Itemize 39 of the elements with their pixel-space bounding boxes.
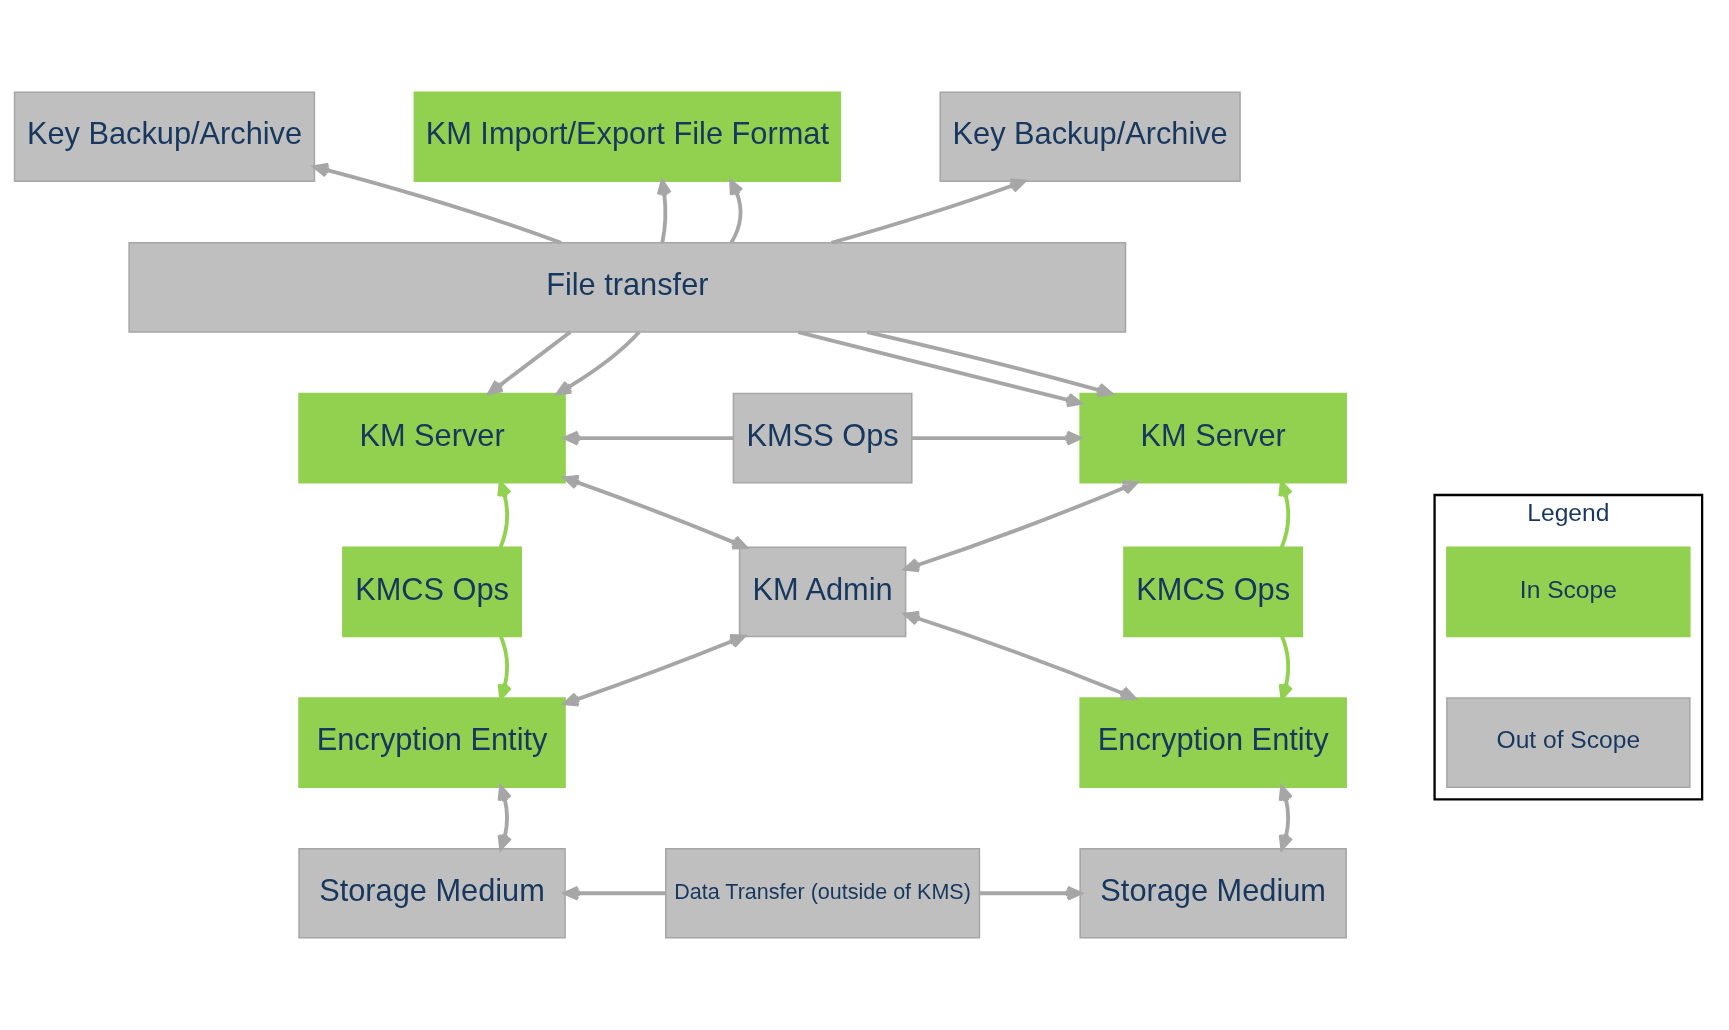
arrow	[729, 179, 744, 244]
node-box: Storage Medium	[1079, 847, 1347, 939]
arrow	[979, 885, 1082, 901]
arrow	[563, 430, 734, 446]
node-box: Data Transfer (outside of KMS)	[665, 847, 981, 939]
arrow	[313, 162, 562, 245]
arrow	[497, 480, 512, 548]
arrow	[487, 330, 572, 396]
arrow	[497, 635, 512, 700]
arrow	[556, 330, 641, 396]
arrow	[497, 785, 512, 851]
node-box: KM Server	[298, 392, 566, 484]
arrow	[797, 330, 1083, 408]
arrow	[656, 179, 672, 243]
node-box: KM Server	[1079, 392, 1347, 484]
arrow	[911, 430, 1082, 446]
arrow	[830, 178, 1026, 245]
arrow	[1278, 480, 1293, 548]
node-box: Encryption Entity	[1079, 697, 1347, 788]
node-box: KMSS Ops	[732, 392, 913, 484]
node-box: KMCS Ops	[1123, 546, 1304, 638]
arrow	[563, 885, 666, 901]
arrow	[1278, 635, 1294, 700]
arrow	[563, 634, 746, 707]
arrow	[903, 480, 1138, 573]
arrow	[1278, 785, 1294, 851]
arrow	[866, 330, 1113, 398]
node-box: Key Backup/Archive	[13, 91, 316, 183]
node-box: File transfer	[128, 242, 1127, 333]
node-box: In Scope	[1446, 546, 1691, 638]
node-box: KMCS Ops	[342, 546, 522, 638]
node-box: KM Admin	[738, 546, 907, 638]
node-box: Encryption Entity	[298, 697, 566, 788]
node-box: Out of Scope	[1446, 697, 1691, 788]
node-box: Storage Medium	[298, 847, 566, 939]
arrow	[563, 475, 748, 550]
arrow	[903, 611, 1136, 701]
node-box: Key Backup/Archive	[939, 91, 1241, 183]
node-box: KM Import/Export File Format	[413, 91, 842, 183]
